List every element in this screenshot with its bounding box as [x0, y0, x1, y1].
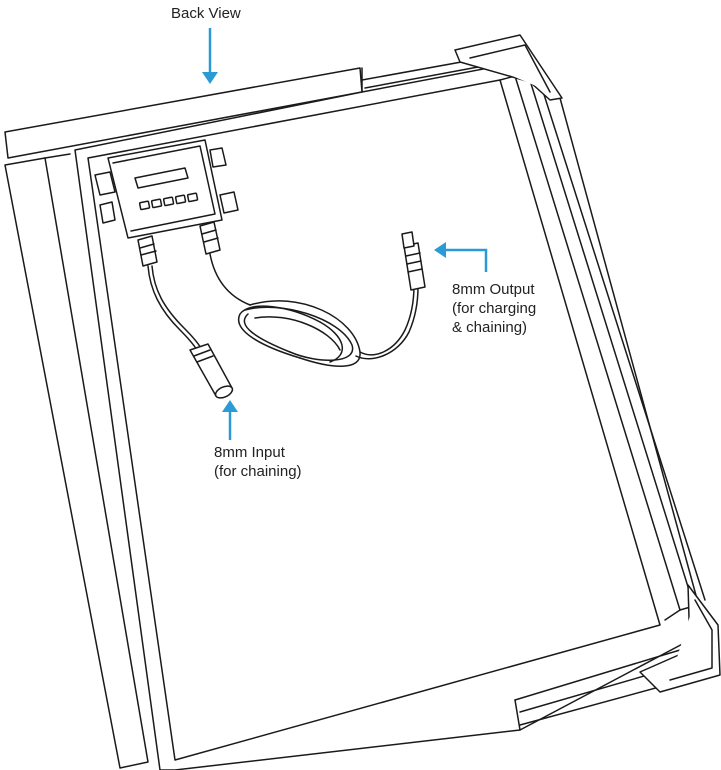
input-label-line: 8mm Input: [214, 444, 285, 461]
arrow-input: [222, 400, 238, 440]
adjacent-panel: [4, 67, 363, 769]
cable-gland-right: [199, 221, 221, 255]
output-label-line: 8mm Output: [452, 281, 535, 298]
input-label: 8mm Input (for chaining): [214, 443, 302, 481]
back-view-label: Back View: [171, 5, 241, 22]
cable-gland-left: [137, 235, 158, 267]
output-label: 8mm Output (for charging & chaining): [452, 280, 536, 337]
corner-bracket-bottom: [639, 584, 721, 693]
arrow-back-view: [202, 28, 218, 84]
output-label-line: & chaining): [452, 319, 528, 336]
input-label-line: (for chaining): [214, 463, 302, 480]
output-label-line: (for charging: [452, 300, 537, 317]
output-connector-icon: [401, 231, 426, 291]
junction-box-icon: [94, 139, 239, 239]
input-connector-icon: [189, 343, 234, 399]
output-cable: [209, 253, 419, 367]
arrow-output: [434, 242, 488, 272]
corner-bracket-top: [454, 34, 563, 101]
